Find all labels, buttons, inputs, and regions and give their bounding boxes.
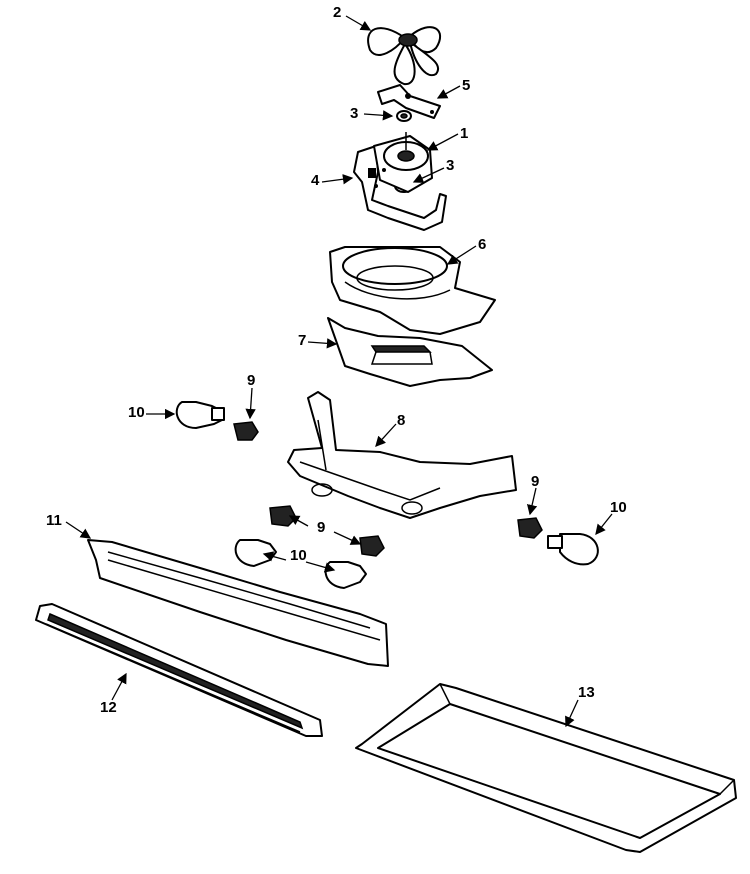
fan-shroud-part <box>329 246 496 335</box>
callout-5: 5 <box>462 77 471 94</box>
callout-3-top: 3 <box>350 105 359 122</box>
callout-7: 7 <box>298 332 307 349</box>
leader-lines <box>65 15 613 728</box>
motor-assembly-part <box>353 132 447 231</box>
callout-1: 1 <box>460 125 469 142</box>
callout-2: 2 <box>333 4 342 21</box>
callout-3-bottom: 3 <box>446 157 455 174</box>
callout-9-left: 9 <box>247 372 256 389</box>
light-cover-part <box>87 539 389 667</box>
callout-8: 8 <box>397 412 406 429</box>
callout-10-left: 10 <box>128 404 145 421</box>
grille-part <box>35 603 323 737</box>
callout-9-center: 9 <box>317 519 326 536</box>
shelf-frame-part <box>355 683 737 853</box>
callout-9-right: 9 <box>531 473 540 490</box>
callout-11: 11 <box>46 512 62 529</box>
callout-10-center: 10 <box>290 547 307 564</box>
mount-strap-part <box>377 84 441 119</box>
callout-6: 6 <box>478 236 487 253</box>
callout-13: 13 <box>578 684 595 701</box>
callout-10-right: 10 <box>610 499 627 516</box>
shroud-plate-part <box>327 317 493 387</box>
callout-4: 4 <box>311 172 320 189</box>
callout-12: 12 <box>100 699 117 716</box>
fan-blade-part <box>367 26 442 86</box>
light-housing-part <box>287 391 517 519</box>
